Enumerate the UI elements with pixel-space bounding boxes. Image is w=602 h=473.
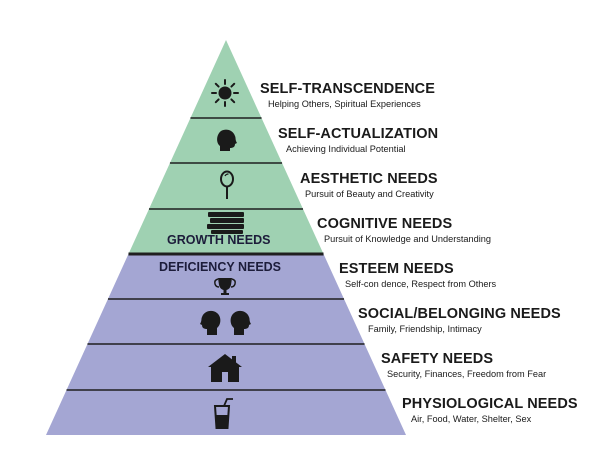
level-cognitive-needs: COGNITIVE NEEDS Pursuit of Knowledge and… xyxy=(317,216,491,245)
sun-icon xyxy=(211,79,239,107)
level-subtitle: Achieving Individual Potential xyxy=(286,144,406,154)
level-title: SELF-TRANSCENDENCE xyxy=(260,81,435,97)
level-dividers xyxy=(66,117,386,391)
level-subtitle: Family, Friendship, Intimacy xyxy=(368,324,482,334)
level-self-actualization: SELF-ACTUALIZATION Achieving Individual … xyxy=(278,126,438,155)
level-aesthetic-needs: AESTHETIC NEEDS Pursuit of Beauty and Cr… xyxy=(300,171,438,200)
level-subtitle: Pursuit of Beauty and Creativity xyxy=(305,189,434,199)
level-self-transcendence: SELF-TRANSCENDENCE Helping Others, Spiri… xyxy=(260,81,435,110)
level-title: SAFETY NEEDS xyxy=(381,351,494,367)
drink-cup-icon xyxy=(213,398,233,429)
level-title: ESTEEM NEEDS xyxy=(339,261,454,277)
level-subtitle: Self-con dence, Respect from Others xyxy=(345,279,497,289)
level-title: SOCIAL/BELONGING NEEDS xyxy=(358,306,561,322)
level-subtitle: Pursuit of Knowledge and Understanding xyxy=(324,234,492,244)
two-heads-icon xyxy=(200,310,251,335)
level-esteem-needs: ESTEEM NEEDS Self-con dence, Respect fro… xyxy=(339,261,496,290)
level-safety-needs: SAFETY NEEDS Security, Finances, Freedom… xyxy=(381,351,546,380)
level-title: SELF-ACTUALIZATION xyxy=(278,126,439,142)
level-title: AESTHETIC NEEDS xyxy=(300,171,438,187)
head-profile-icon xyxy=(217,129,237,151)
hand-mirror-icon xyxy=(220,170,234,199)
level-title: PHYSIOLOGICAL NEEDS xyxy=(402,396,578,412)
trophy-icon xyxy=(214,278,236,295)
book-stack-icon xyxy=(207,212,244,234)
level-social-belonging-needs: SOCIAL/BELONGING NEEDS Family, Friendshi… xyxy=(358,306,561,335)
growth-needs-label: GROWTH NEEDS xyxy=(167,233,271,247)
level-physiological-needs: PHYSIOLOGICAL NEEDS Air, Food, Water, Sh… xyxy=(402,396,578,425)
level-title: COGNITIVE NEEDS xyxy=(317,216,453,232)
level-subtitle: Helping Others, Spiritual Experiences xyxy=(268,99,421,109)
deficiency-needs-label: DEFICIENCY NEEDS xyxy=(159,260,282,274)
level-subtitle: Air, Food, Water, Shelter, Sex xyxy=(411,414,532,424)
level-subtitle: Security, Finances, Freedom from Fear xyxy=(387,369,547,379)
house-icon xyxy=(208,354,242,382)
